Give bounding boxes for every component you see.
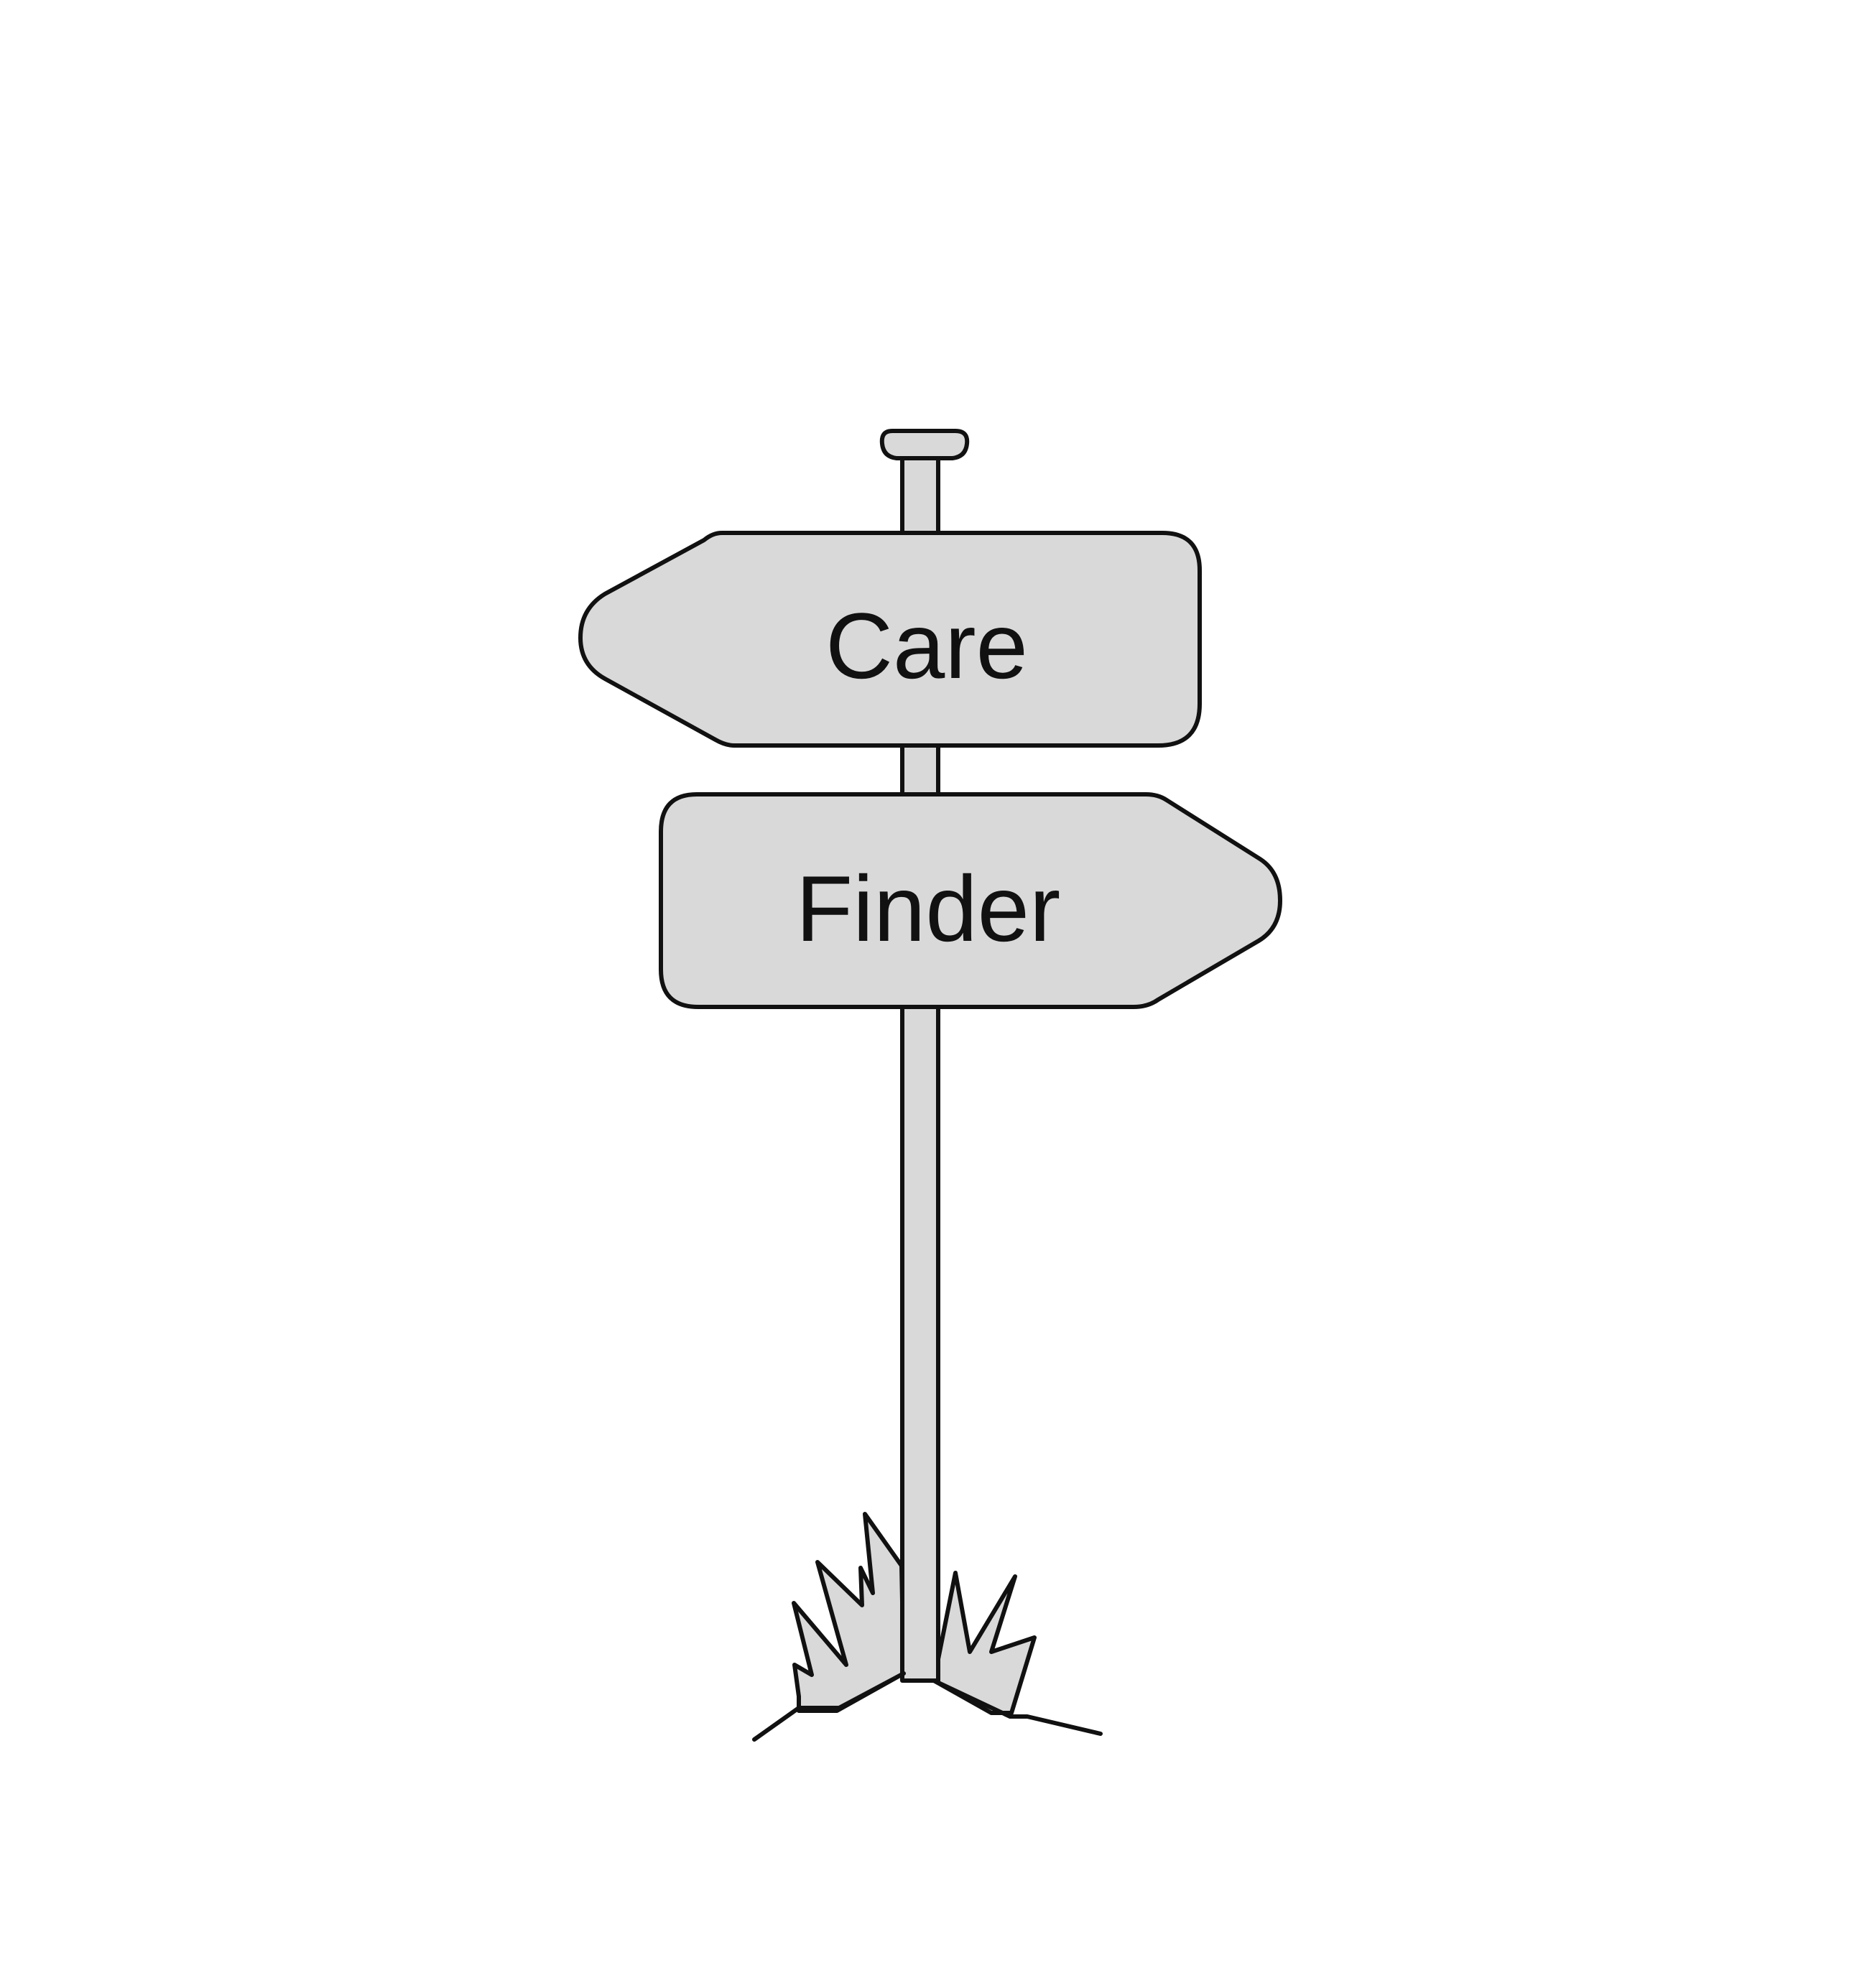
sign-care: Care [578, 531, 1202, 748]
ground-lines [752, 1671, 1103, 1742]
sign-finder: Finder [659, 792, 1282, 1009]
sign-care-label: Care [825, 593, 1028, 698]
sign-finder-label: Finder [796, 856, 1060, 961]
grass-right [932, 1571, 1037, 1715]
post-cap [879, 429, 970, 460]
